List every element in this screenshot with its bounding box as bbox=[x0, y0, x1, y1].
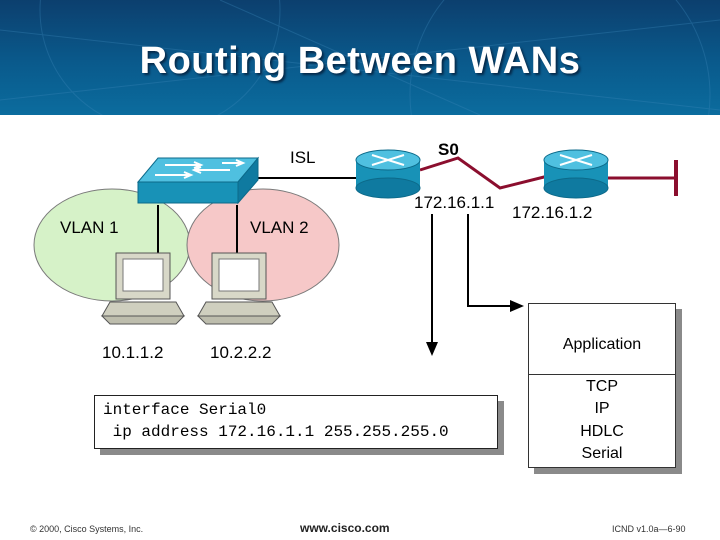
stack-application: Application bbox=[562, 336, 642, 353]
host-1-icon bbox=[100, 252, 186, 325]
vlan1-label: VLAN 1 bbox=[60, 218, 119, 237]
stack-divider bbox=[529, 374, 675, 375]
serial-link bbox=[419, 156, 549, 190]
title-banner: Routing Between WANs bbox=[0, 0, 720, 115]
host-2-icon bbox=[196, 252, 282, 325]
stack-layer-tcp: TCP bbox=[586, 378, 618, 395]
switch-icon bbox=[136, 156, 260, 205]
protocol-stack: Application TCP IP HDLC Serial bbox=[528, 303, 676, 468]
stack-layer-ip: IP bbox=[594, 400, 610, 417]
footer-url[interactable]: www.cisco.com bbox=[300, 521, 390, 535]
config-line-1: interface Serial0 bbox=[103, 401, 267, 419]
router-1-ip-label: 172.16.1.1 bbox=[414, 193, 495, 212]
isl-label: ISL bbox=[290, 148, 316, 167]
slide-title: Routing Between WANs bbox=[139, 40, 581, 82]
stack-layer-hdlc: HDLC bbox=[580, 423, 624, 440]
router-2-icon bbox=[543, 149, 609, 199]
config-box: interface Serial0 ip address 172.16.1.1 … bbox=[94, 395, 498, 449]
down-arrow-icon bbox=[426, 214, 438, 356]
router-2-ip-label: 172.16.1.2 bbox=[512, 203, 593, 222]
footer-copyright: © 2000, Cisco Systems, Inc. bbox=[30, 524, 144, 534]
right-arrow-icon bbox=[467, 214, 524, 312]
host-1-ip-label: 10.1.1.2 bbox=[102, 343, 164, 362]
router-1-icon bbox=[355, 149, 421, 199]
footer-course-code: ICND v1.0a—6-90 bbox=[612, 524, 686, 534]
vlan2-label: VLAN 2 bbox=[250, 218, 309, 237]
s0-label: S0 bbox=[438, 140, 459, 159]
host-2-ip-label: 10.2.2.2 bbox=[210, 343, 272, 362]
stack-layer-serial: Serial bbox=[581, 445, 623, 462]
config-line-2: ip address 172.16.1.1 255.255.255.0 bbox=[103, 423, 449, 441]
banner-pattern bbox=[0, 0, 720, 115]
